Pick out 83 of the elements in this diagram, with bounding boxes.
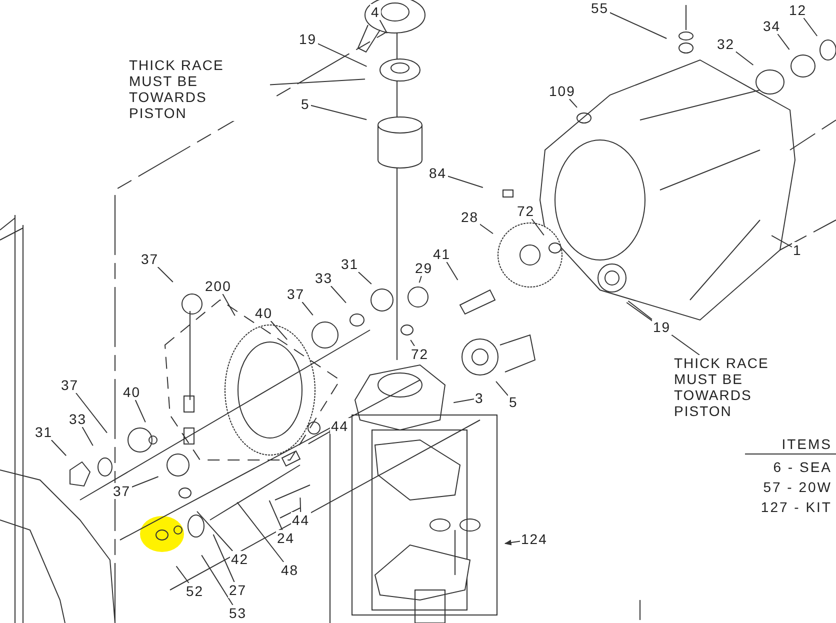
- callout-number: 42: [230, 551, 250, 567]
- callout-number: 33: [314, 270, 334, 286]
- callout-number: 53: [228, 605, 248, 621]
- callout-number: 37: [286, 286, 306, 302]
- leader-line: [735, 51, 754, 66]
- leader-line: [628, 300, 652, 320]
- callout-number: 1: [792, 242, 803, 258]
- callout-number: 52: [185, 583, 205, 599]
- callout-number: 31: [340, 256, 360, 272]
- leader-line: [236, 502, 284, 562]
- callout-number: 44: [330, 418, 350, 434]
- table-row-text: 127 - KIT: [760, 499, 832, 515]
- leader-line: [609, 12, 668, 39]
- leader-line: [201, 554, 234, 606]
- callout-number: 72: [516, 203, 536, 219]
- callout-number: 109: [548, 83, 576, 99]
- leader-line: [310, 104, 368, 120]
- callout-number: 72: [410, 346, 430, 362]
- callout-number: 40: [254, 305, 274, 321]
- callout-number: 5: [300, 96, 311, 112]
- leader-line: [134, 400, 146, 423]
- callout-number: 124: [520, 531, 548, 547]
- leader-line: [300, 497, 302, 512]
- callout-number: 24: [276, 530, 296, 546]
- leader-line: [270, 78, 366, 86]
- callout-number: 12: [788, 2, 808, 18]
- callout-number: 31: [34, 424, 54, 440]
- leader-line: [176, 566, 190, 584]
- callout-number: 44: [291, 512, 311, 528]
- leader-line: [803, 18, 818, 36]
- callout-number: 200: [204, 278, 232, 294]
- leader-line: [479, 224, 494, 234]
- leader-line: [410, 340, 415, 346]
- leader-line: [771, 235, 792, 248]
- leader-line: [76, 392, 108, 434]
- callout-number: 37: [112, 483, 132, 499]
- leader-line: [358, 272, 372, 284]
- table-row-text: 6 - SEA: [773, 459, 832, 475]
- leader-line: [379, 20, 388, 34]
- callout-number: 4: [370, 4, 381, 20]
- leader-line: [496, 380, 508, 396]
- leader-line: [196, 510, 234, 552]
- callout-number: 5: [508, 394, 519, 410]
- leader-line: [268, 500, 283, 530]
- leader-line: [626, 302, 700, 356]
- leader-line: [131, 476, 159, 488]
- callout-number: 41: [432, 246, 452, 262]
- leader-line: [531, 218, 544, 236]
- leader-line: [308, 431, 330, 444]
- table-row-text: 57 - 20W: [763, 479, 832, 495]
- callout-number: 34: [762, 18, 782, 34]
- leader-line: [446, 262, 458, 280]
- callout-number: 32: [716, 36, 736, 52]
- note-text: THICK RACE MUST BE TOWARDS PISTON: [128, 57, 270, 121]
- callout-number: 33: [68, 411, 88, 427]
- callout-number: 19: [652, 319, 672, 335]
- callout-number: 48: [280, 562, 300, 578]
- callout-number: 29: [414, 260, 434, 276]
- leader-line: [222, 294, 236, 316]
- leader-line: [212, 534, 235, 582]
- leader-line: [270, 320, 288, 340]
- callout-number: 28: [460, 209, 480, 225]
- table-heading: ITEMS: [782, 436, 832, 452]
- leader-line: [330, 286, 346, 304]
- leader-line: [777, 34, 790, 50]
- leader-line: [50, 440, 67, 456]
- callout-number: 37: [60, 377, 80, 393]
- leader-line: [453, 398, 474, 404]
- leader-line: [157, 266, 174, 282]
- leader-line: [447, 176, 484, 188]
- callout-number: 40: [122, 384, 142, 400]
- callout-number: 37: [140, 251, 160, 267]
- callout-number: 19: [298, 31, 318, 47]
- callout-number: 84: [428, 165, 448, 181]
- leader-arrow: [504, 540, 520, 546]
- leader-line: [302, 302, 314, 316]
- leader-line: [317, 43, 368, 67]
- leader-line: [82, 426, 94, 446]
- leader-line: [568, 98, 578, 108]
- callout-number: 3: [474, 390, 485, 406]
- leader-line: [418, 276, 422, 284]
- callout-number: 55: [590, 0, 610, 16]
- callout-number: 27: [228, 582, 248, 598]
